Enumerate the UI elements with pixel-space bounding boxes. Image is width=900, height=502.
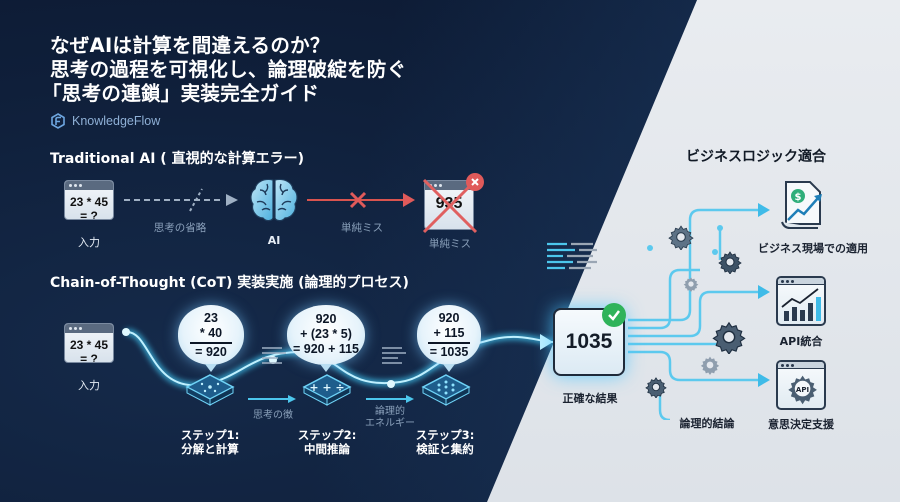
gear-icon <box>668 225 694 250</box>
bubble-line: = 920 <box>195 344 227 359</box>
bubble-line: = 1035 <box>429 344 469 359</box>
cot-input-window: 23 * 45 = ? <box>64 323 114 363</box>
connector-arrow-icon <box>366 395 414 403</box>
input-question: = ? <box>80 209 98 220</box>
bubble-rule <box>190 342 232 344</box>
business-application-caption: ビジネス現場での適用 <box>758 242 868 255</box>
ai-caption: AI <box>267 234 281 247</box>
input-expression: 23 * 45 <box>69 195 109 209</box>
step1-node-icon <box>185 374 235 406</box>
traditional-input-window: 23 * 45 = ? <box>64 180 114 220</box>
page-title: なぜAIは計算を間違えるのか？ 思考の過程を可視化し、論理破綻を防ぐ 「思考の連… <box>42 34 407 106</box>
bubble-rule <box>428 342 470 344</box>
bar-chart-icon <box>781 288 821 321</box>
step2-node-icon: + + ÷ <box>302 374 352 406</box>
connector-arrow-icon <box>248 395 296 403</box>
bubble-line: + 115 <box>433 326 465 340</box>
title-line-1: なぜAIは計算を間違えるのか？ <box>50 34 330 57</box>
traditional-ai-label: Traditional AI ( 直視的な計算エラー) <box>50 151 304 167</box>
connector2-caption: 論理的 エネルギー <box>362 406 418 430</box>
bubble-line: = 920 + 115 <box>292 342 360 356</box>
logical-conclusion-caption: 論理的結論 <box>679 417 735 430</box>
step3-label: ステップ3: 検証と集約 <box>415 428 475 456</box>
api-gear-window-icon: API <box>776 360 826 410</box>
check-badge-icon <box>602 303 626 327</box>
bubble-line: 23 <box>204 311 218 325</box>
error-badge-icon <box>466 173 484 191</box>
input-question: = ? <box>80 352 98 363</box>
step2-label: ステップ2: 中間推論 <box>297 428 357 456</box>
chart-window-icon <box>776 276 826 326</box>
text-lines-icon <box>547 242 597 270</box>
input-expression: 23 * 45 <box>69 338 109 352</box>
simple-mistake-caption: 単純ミス <box>341 222 383 234</box>
cot-input-caption: 入力 <box>78 379 100 392</box>
dashed-arrow-icon <box>124 188 238 212</box>
brand: KnowledgeFlow <box>50 113 160 129</box>
text-lines-icon <box>382 347 406 364</box>
business-logic-title: ビジネスロジック適合 <box>686 149 826 165</box>
decision-support-caption: 意思決定支援 <box>768 418 834 431</box>
error-arrow-icon <box>307 191 415 209</box>
logic-flow-lines-icon <box>628 203 770 420</box>
svg-text:$: $ <box>795 192 802 203</box>
gear-icon <box>683 277 699 292</box>
wrong-output-caption: 単純ミス <box>429 238 471 250</box>
step3-bubble: 920 + 115 = 1035 <box>417 305 481 372</box>
step2-bubble: 920 + (23 * 5) = 920 + 115 <box>287 305 365 372</box>
bubble-line: * 40 <box>199 326 223 340</box>
caption-line: 論理的 <box>375 406 405 417</box>
gear-icon <box>718 251 742 274</box>
step-title: ステップ1: <box>180 428 240 442</box>
gear-icon <box>712 321 746 354</box>
step1-label: ステップ1: 分解と計算 <box>180 428 240 456</box>
step3-node-icon <box>421 374 471 406</box>
gear-icon <box>700 356 720 375</box>
cross-out-icon <box>422 178 478 234</box>
bubble-line: 920 <box>438 311 460 325</box>
api-gear-icon: API <box>788 375 817 405</box>
brain-icon <box>250 178 298 222</box>
window-titlebar <box>65 181 113 190</box>
knowledgeflow-logo-icon <box>51 113 65 129</box>
traditional-input-caption: 入力 <box>78 236 100 249</box>
bubble-line: 920 <box>315 312 337 326</box>
title-line-2: 思考の過程を可視化し、論理破綻を防ぐ <box>50 58 407 81</box>
gear-icon <box>645 377 667 398</box>
step-desc: 検証と集約 <box>416 442 474 456</box>
step-desc: 中間推論 <box>304 442 350 456</box>
connector1-caption: 思考の徴 <box>253 410 293 421</box>
step1-bubble: 23 * 40 = 920 <box>178 305 244 372</box>
correct-result-caption: 正確な結果 <box>562 392 618 405</box>
step-desc: 分解と計算 <box>181 442 239 456</box>
caption-line: エネルギー <box>365 418 415 429</box>
finance-report-icon: $ <box>781 181 822 229</box>
cot-label: Chain-of-Thought (CoT) 実装実施 (論理的プロセス) <box>50 275 409 291</box>
api-integration-caption: API統合 <box>779 335 823 348</box>
title-line-3: 「思考の連鎖」実装完全ガイド <box>42 82 320 105</box>
step-title: ステップ2: <box>297 428 357 442</box>
skip-thinking-caption: 思考の省略 <box>153 222 207 234</box>
step-title: ステップ3: <box>415 428 475 442</box>
svg-text:API: API <box>796 386 809 394</box>
text-lines-icon <box>262 347 286 364</box>
brand-name: KnowledgeFlow <box>72 114 161 128</box>
bubble-line: + (23 * 5) <box>300 327 352 341</box>
svg-text:+ + ÷: + + ÷ <box>309 381 344 394</box>
